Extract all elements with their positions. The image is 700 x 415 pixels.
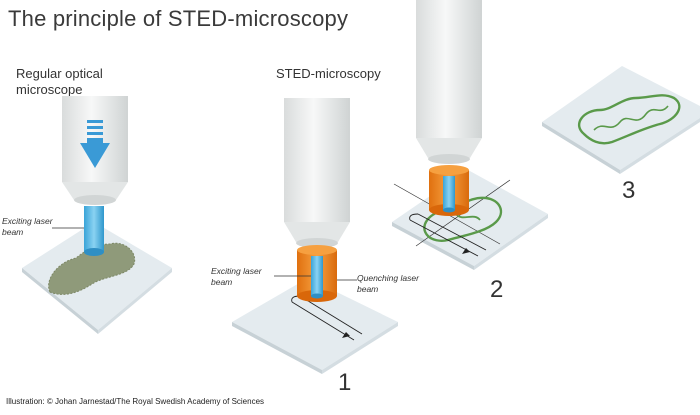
mitochondrion-cristae [593, 105, 669, 131]
scan-direction-arrow-1 [342, 332, 350, 338]
exciting-beam-label-left: Exciting laser beam [2, 216, 53, 237]
excitation-beam-left [84, 206, 104, 256]
regular-microscope-heading: Regular optical microscope [16, 66, 103, 97]
slide-3 [542, 66, 700, 174]
page-title: The principle of STED-microscopy [8, 6, 349, 31]
sample-blob [48, 242, 136, 295]
sted-microscopy-heading: STED-microscopy [276, 66, 381, 81]
regular-microscope [22, 96, 172, 334]
step-1-number: 1 [338, 369, 352, 396]
quenching-beam-label: Quenching laser beam [357, 273, 419, 294]
step-3-number: 3 [622, 177, 636, 204]
mitochondrion [577, 94, 681, 145]
exciting-beam-label-center: Exciting laser beam [211, 266, 262, 287]
slide-1 [232, 278, 398, 374]
excitation-beam-2 [443, 176, 455, 213]
objective-2 [416, 0, 482, 164]
sted-step-2 [392, 0, 548, 270]
step-2-number: 2 [490, 276, 504, 303]
sted-step-3 [542, 66, 700, 174]
sted-step-1 [232, 98, 398, 374]
down-arrow-icon [80, 120, 110, 168]
objective-1 [284, 98, 350, 248]
illustration-credit: Illustration: © Johan Jarnestad/The Roya… [6, 397, 265, 406]
excitation-beam-1 [311, 256, 323, 299]
scan-direction-arrow-2 [462, 248, 470, 254]
slide-2 [392, 170, 548, 270]
